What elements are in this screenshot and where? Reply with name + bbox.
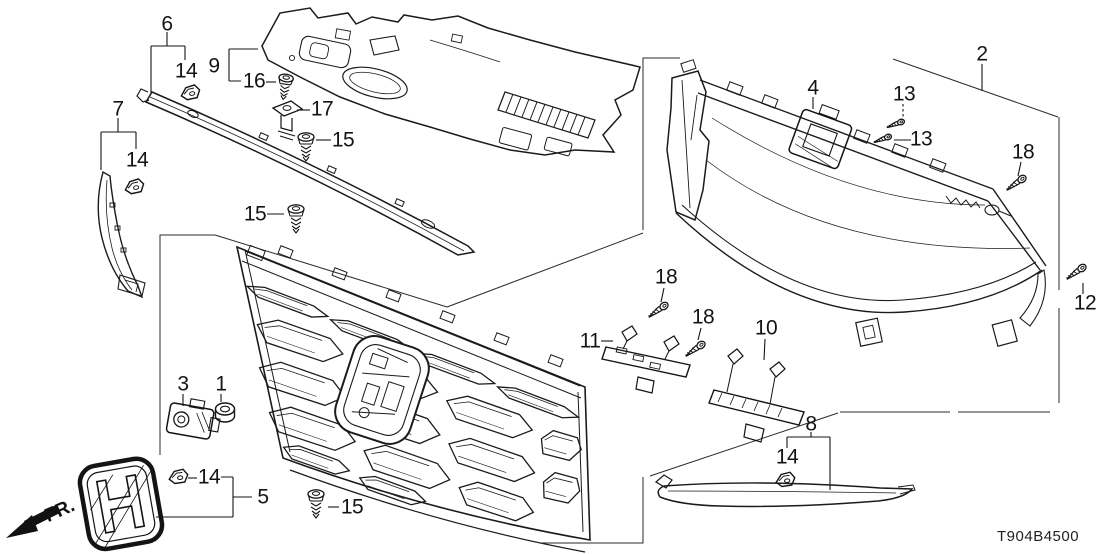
nut-drawing [216, 403, 235, 422]
callout-15-5: 15 [331, 128, 355, 152]
callout-15-13: 15 [340, 495, 364, 519]
upper-molding-drawing [137, 89, 474, 255]
callout-6-0: 6 [161, 12, 173, 36]
callout-14-19: 14 [775, 445, 799, 469]
lower-molding-drawing [656, 475, 915, 506]
callout-11-14: 11 [579, 329, 601, 353]
diagram-code: T904B4500 [997, 528, 1080, 545]
screw-12-icon [1063, 262, 1089, 283]
clip-14-icon [179, 83, 202, 102]
screw-13-icon [872, 132, 893, 146]
emblem-drawing [77, 456, 164, 552]
callout-12-25: 12 [1073, 291, 1097, 315]
callout-14-7: 14 [125, 148, 149, 172]
camera-unit-drawing [166, 396, 223, 441]
push-clip-15-icon [297, 132, 315, 162]
callout-3-9: 3 [177, 372, 189, 396]
corner-molding-drawing [98, 172, 145, 297]
grommet-17-icon [273, 101, 302, 140]
bracket-11-drawing [602, 326, 690, 393]
screw-18-icon [645, 300, 671, 321]
callout-14-11: 14 [197, 465, 221, 489]
callout-8-18: 8 [805, 412, 817, 436]
clip-16-icon [275, 72, 295, 101]
callout-7-6: 7 [112, 97, 124, 121]
clip-14-icon [167, 467, 190, 485]
callout-15-8: 15 [243, 202, 267, 226]
clip-14-icon [123, 177, 146, 196]
callout-17-4: 17 [310, 97, 334, 121]
cover-panel-drawing [262, 8, 640, 156]
vent-slats [498, 92, 585, 135]
callout-16-3: 16 [242, 69, 266, 93]
callout-18-15: 18 [654, 265, 678, 289]
grille-drawing [237, 245, 590, 552]
screw-13-icon [885, 117, 906, 131]
callout-14-1: 14 [174, 59, 198, 83]
callout-1-10: 1 [215, 372, 227, 396]
screw-18-icon [1003, 173, 1029, 194]
callout-2-20: 2 [976, 42, 988, 66]
fr-arrow-icon: FR. [6, 495, 78, 538]
callout-5-12: 5 [257, 485, 269, 509]
callout-13-23: 13 [909, 127, 933, 151]
push-clip-15-icon [287, 204, 305, 234]
callout-4-21: 4 [807, 76, 819, 100]
grille-base-drawing [667, 60, 1046, 347]
callout-13-22: 13 [892, 82, 916, 106]
callout-18-24: 18 [1011, 140, 1035, 164]
leader-lines [101, 32, 1083, 517]
callout-9-2: 9 [208, 54, 220, 78]
camera-bracket-drawing [788, 99, 856, 169]
push-clip-15-icon [307, 489, 325, 519]
emblem-base-drawing [329, 330, 434, 449]
clip-14-icon [774, 470, 797, 488]
callout-10-17: 10 [754, 316, 778, 340]
fasteners [123, 72, 1089, 519]
screw-18-icon [682, 339, 708, 360]
callout-18-16: 18 [691, 305, 715, 329]
fr-label: FR. [42, 495, 79, 527]
bracket-10-drawing [709, 349, 804, 442]
